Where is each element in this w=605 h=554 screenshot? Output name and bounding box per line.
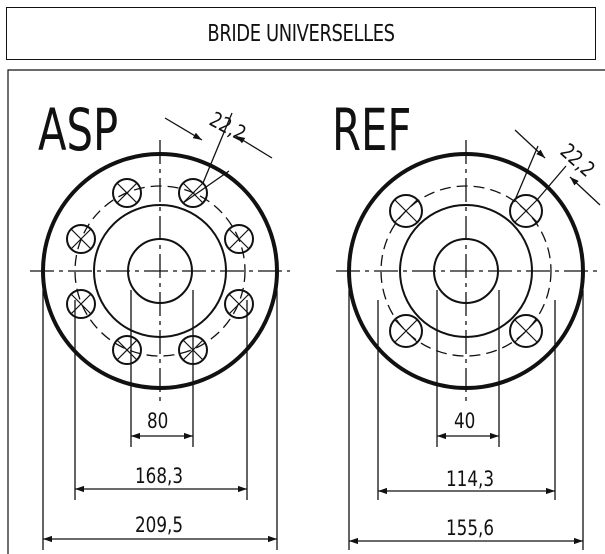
ref-bolt-hole [389, 314, 423, 348]
asp-bolt-hole [66, 224, 96, 254]
ref-hole-dimension [514, 129, 601, 206]
ref-bolt-hole [509, 194, 543, 228]
asp-bolt-hole [178, 178, 208, 208]
page-title: BRIDE UNIVERSELLES [207, 20, 395, 47]
drawing-frame [7, 69, 605, 554]
title-box: BRIDE UNIVERSELLES [6, 7, 596, 60]
asp-boltcircle-dim-label: 168,3 [135, 464, 183, 488]
ref-extension-lines [348, 290, 584, 550]
asp-label: ASP [38, 96, 118, 164]
ref-bore-dim-label: 40 [454, 409, 475, 433]
ref-outer-dim-label: 155,6 [446, 516, 494, 540]
asp-bolt-hole [224, 289, 254, 319]
asp-bolt-hole [66, 289, 96, 319]
asp-bore-dim-label: 80 [147, 409, 168, 433]
ref-label: REF [332, 96, 411, 164]
asp-flange: ASP 22,2 [30, 96, 290, 550]
asp-outer-dim-label: 209,5 [135, 513, 183, 537]
ref-bolt-hole [389, 194, 423, 228]
asp-extension-lines [42, 290, 278, 550]
ref-boltcircle-dim-label: 114,3 [446, 467, 494, 491]
asp-hole-dimension [164, 112, 273, 204]
asp-bolt-hole [112, 335, 142, 365]
ref-bolt-holes [389, 194, 543, 348]
ref-bolt-hole [509, 314, 543, 348]
ref-hole-dim-label: 22,2 [555, 139, 599, 182]
ref-flange: REF 22,2 [332, 96, 601, 550]
asp-bolt-hole [224, 224, 254, 254]
asp-bolt-hole [112, 178, 142, 208]
